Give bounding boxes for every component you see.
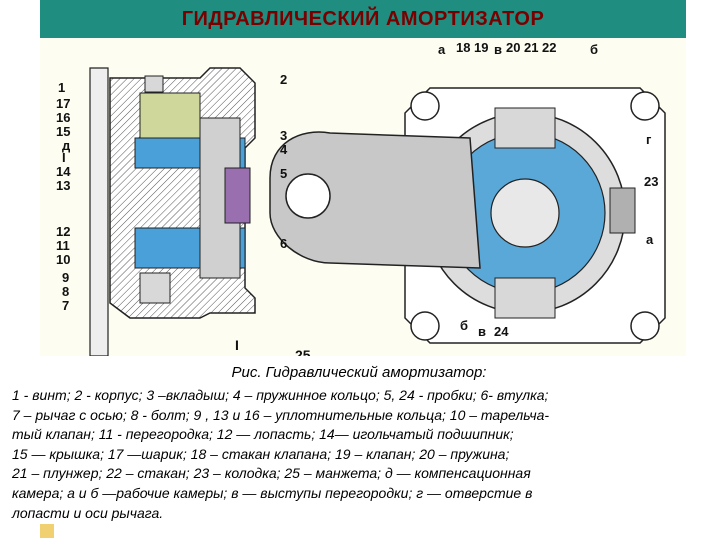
mount-hole-tl (410, 91, 440, 121)
caption-body: 1 - винт; 2 - корпус; 3 –вкладыш; 4 – пр… (12, 386, 708, 523)
label-a-top: а (438, 42, 446, 57)
label-v-bottom: в (478, 324, 486, 339)
label-5: 5 (280, 166, 288, 181)
bushing (224, 167, 251, 224)
label-a-side: а (646, 232, 654, 247)
mount-hole-br (630, 311, 660, 341)
label-d: д (62, 138, 71, 153)
label-18: 18 (456, 40, 471, 55)
title-bar: ГИДРАВЛИЧЕСКИЙ АМОРТИЗАТОР (40, 0, 686, 38)
label-16: 16 (56, 110, 71, 125)
label-2: 2 (280, 72, 288, 87)
label-8: 8 (62, 284, 70, 299)
caption-title: Рис. Гидравлический амортизатор: (231, 364, 487, 381)
cross-section-drawing: I 25 (89, 67, 311, 356)
label-13: 13 (56, 178, 71, 193)
lever-arm (89, 67, 109, 356)
label-19: 19 (474, 40, 489, 55)
label-3: 3 (280, 128, 288, 143)
label-9: 9 (62, 270, 70, 285)
mount-hole-bl (410, 311, 440, 341)
label-6: 6 (280, 236, 288, 251)
bottom-bolt (139, 272, 171, 304)
label-10: 10 (56, 252, 71, 267)
label-1: 1 (58, 80, 66, 95)
caption-line: 1 - винт; 2 - корпус; 3 –вкладыш; 4 – пр… (12, 387, 549, 403)
lever-plate (269, 131, 481, 269)
label-22: 22 (542, 40, 557, 55)
shaft-center (490, 178, 560, 248)
valve-bottom (494, 277, 556, 319)
partition-block (609, 187, 636, 234)
lever-hole (285, 173, 331, 219)
caption-line: тый клапан; 11 - перегородка; 12 — лопас… (12, 426, 514, 443)
valve-top (494, 107, 556, 149)
page-title: ГИДРАВЛИЧЕСКИЙ АМОРТИЗАТОР (181, 7, 545, 30)
label-4: 4 (280, 142, 288, 157)
label-g: г (646, 132, 652, 147)
top-plug (144, 75, 164, 93)
mount-hole-tr (630, 91, 660, 121)
figure-area: I 25 1 17 16 15 д I 14 13 12 11 10 9 8 7… (40, 38, 686, 356)
label-11: 11 (56, 238, 70, 253)
label-b-bottom: б (460, 318, 469, 333)
label-21: 21 (524, 40, 539, 55)
bottom-label-i: I (235, 337, 239, 353)
label-24: 24 (494, 324, 509, 339)
caption-line: 7 – рычаг с осью; 8 - болт; 9 , 13 и 16 … (12, 406, 550, 423)
label-12: 12 (56, 224, 71, 239)
label-20: 20 (506, 40, 521, 55)
caption-line: 21 – плунжер; 22 – стакан; 23 – колодка;… (12, 465, 531, 482)
label-17: 17 (56, 96, 71, 111)
caption: Рис. Гидравлический амортизатор: 1 - вин… (12, 356, 712, 524)
label-23: 23 (644, 174, 659, 189)
caption-line: камера; а и б —рабочие камеры; в — высту… (12, 484, 533, 501)
label-i: I (62, 150, 66, 165)
label-15: 15 (56, 124, 71, 139)
top-valve-block (139, 92, 201, 139)
caption-line: лопасти и оси рычага. (12, 504, 164, 521)
label-v-top: в (494, 42, 502, 57)
label-7: 7 (62, 298, 70, 313)
caption-line: 15 — крышка; 17 —шарик; 18 – стакан клап… (12, 445, 510, 462)
label-b-top: б (590, 42, 599, 57)
frontal-view-drawing (269, 87, 666, 344)
label-14: 14 (56, 164, 71, 179)
bottom-label-25: 25 (295, 347, 311, 356)
